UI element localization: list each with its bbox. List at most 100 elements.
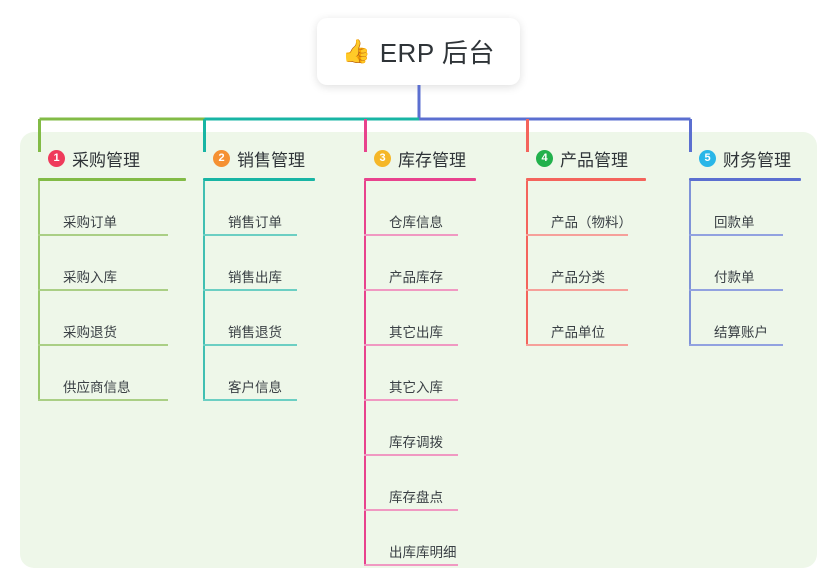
leaf-item[interactable]: 销售退货 (203, 291, 315, 346)
root-node-label: ERP 后台 (379, 38, 495, 68)
branch-title-label: 产品管理 (560, 150, 628, 170)
branch-title-label: 销售管理 (237, 150, 305, 170)
leaf-item-rule (364, 289, 458, 291)
branch-column-4: 4 产品管理产品（物料） 产品分类产品单位 (526, 145, 646, 346)
leaf-item[interactable]: 销售出库 (203, 236, 315, 291)
leaf-item-rule (689, 289, 783, 291)
branch-column-1: 1 采购管理采购订单采购入库采购退货供应商信息 (38, 145, 186, 401)
mindmap-panel (20, 132, 817, 568)
branch-title-label: 采购管理 (72, 150, 140, 170)
leaf-item[interactable]: 库存调拨 (364, 401, 476, 456)
leaf-item-rule (526, 344, 628, 346)
leaf-item-label: 出库库明细 (389, 545, 457, 560)
leaf-item[interactable]: 库存盘点 (364, 456, 476, 511)
leaf-item[interactable]: 其它出库 (364, 291, 476, 346)
branch-column-5: 5 财务管理回款单付款单结算账户 (689, 145, 801, 346)
leaf-item-rule (526, 289, 628, 291)
branch-header-rule (364, 178, 476, 181)
leaf-item-rule (38, 234, 168, 236)
branch-header-2[interactable]: 2 销售管理 (203, 145, 315, 171)
branch-title-label: 库存管理 (398, 150, 466, 170)
leaf-item[interactable]: 采购订单 (38, 181, 186, 236)
leaf-item-label: 库存盘点 (389, 490, 443, 505)
leaf-item[interactable]: 采购退货 (38, 291, 186, 346)
leaf-item[interactable]: 付款单 (689, 236, 801, 291)
leaf-item-rule (203, 399, 297, 401)
leaf-item[interactable]: 产品库存 (364, 236, 476, 291)
leaf-item-label: 销售退货 (228, 325, 282, 340)
leaf-item-rule (364, 399, 458, 401)
leaf-item[interactable]: 结算账户 (689, 291, 801, 346)
leaf-item-label: 产品库存 (389, 270, 443, 285)
branch-column-2: 2 销售管理销售订单销售出库销售退货客户信息 (203, 145, 315, 401)
branch-header-3[interactable]: 3 库存管理 (364, 145, 476, 171)
branch-header-rule (689, 178, 801, 181)
leaf-item-label: 采购入库 (63, 270, 117, 285)
leaf-item[interactable]: 回款单 (689, 181, 801, 236)
branch-spine (203, 181, 205, 401)
leaf-item[interactable]: 仓库信息 (364, 181, 476, 236)
branch-spine (38, 181, 40, 401)
leaf-item-rule (203, 289, 297, 291)
leaf-stack: 销售订单销售出库销售退货客户信息 (203, 181, 315, 401)
leaf-item-rule (203, 234, 297, 236)
branch-spine (526, 181, 528, 346)
branch-index-badge: 5 (699, 149, 716, 167)
leaf-item-label: 客户信息 (228, 380, 282, 395)
branch-title-label: 财务管理 (723, 150, 791, 170)
leaf-item[interactable]: 其它入库 (364, 346, 476, 401)
leaf-stack: 产品（物料） 产品分类产品单位 (526, 181, 646, 346)
leaf-item[interactable]: 销售订单 (203, 181, 315, 236)
leaf-item-rule (203, 344, 297, 346)
branch-index-badge: 3 (374, 149, 391, 167)
leaf-item[interactable]: 供应商信息 (38, 346, 186, 401)
leaf-item[interactable]: 产品单位 (526, 291, 646, 346)
branch-header-5[interactable]: 5 财务管理 (689, 145, 801, 171)
branch-index-badge: 2 (213, 149, 230, 167)
leaf-item-label: 采购订单 (63, 215, 117, 230)
branch-header-rule (203, 178, 315, 181)
leaf-item-rule (526, 234, 628, 236)
leaf-item-label: 结算账户 (714, 325, 768, 340)
leaf-item-rule (364, 454, 458, 456)
branch-spine (689, 181, 691, 346)
leaf-item-label: 销售出库 (228, 270, 282, 285)
leaf-item-label: 销售订单 (228, 215, 282, 230)
leaf-item-label: 库存调拨 (389, 435, 443, 450)
leaf-item-label: 产品分类 (551, 270, 605, 285)
leaf-item-rule (364, 234, 458, 236)
leaf-item-label: 回款单 (714, 215, 755, 230)
leaf-item-rule (689, 344, 783, 346)
leaf-stack: 采购订单采购入库采购退货供应商信息 (38, 181, 186, 401)
leaf-item-label: 采购退货 (63, 325, 117, 340)
leaf-item-label: 付款单 (714, 270, 755, 285)
leaf-item-label: 仓库信息 (389, 215, 443, 230)
leaf-item-rule (38, 399, 168, 401)
leaf-item-label: 供应商信息 (63, 380, 131, 395)
leaf-item-label: 产品（物料） (551, 215, 632, 230)
leaf-item[interactable]: 产品（物料） (526, 181, 646, 236)
leaf-item-rule (364, 344, 458, 346)
leaf-item[interactable]: 客户信息 (203, 346, 315, 401)
leaf-item-rule (364, 564, 458, 566)
branch-header-rule (526, 178, 646, 181)
leaf-item-rule (38, 289, 168, 291)
branch-spine (364, 181, 366, 566)
branch-index-badge: 4 (536, 149, 553, 167)
branch-header-4[interactable]: 4 产品管理 (526, 145, 646, 171)
root-node-card[interactable]: 👍 ERP 后台 (317, 18, 520, 85)
thumbs-up-emoji: 👍 (342, 38, 371, 64)
branch-header-rule (38, 178, 186, 181)
leaf-item-label: 其它出库 (389, 325, 443, 340)
leaf-item-rule (38, 344, 168, 346)
branch-column-3: 3 库存管理仓库信息产品库存其它出库其它入库库存调拨库存盘点出库库明细 (364, 145, 476, 566)
branch-index-badge: 1 (48, 149, 65, 167)
leaf-item[interactable]: 采购入库 (38, 236, 186, 291)
branch-header-1[interactable]: 1 采购管理 (38, 145, 186, 171)
leaf-item-label: 产品单位 (551, 325, 605, 340)
leaf-item[interactable]: 产品分类 (526, 236, 646, 291)
leaf-item-rule (364, 509, 458, 511)
leaf-item-rule (689, 234, 783, 236)
leaf-stack: 仓库信息产品库存其它出库其它入库库存调拨库存盘点出库库明细 (364, 181, 476, 566)
leaf-item[interactable]: 出库库明细 (364, 511, 476, 566)
